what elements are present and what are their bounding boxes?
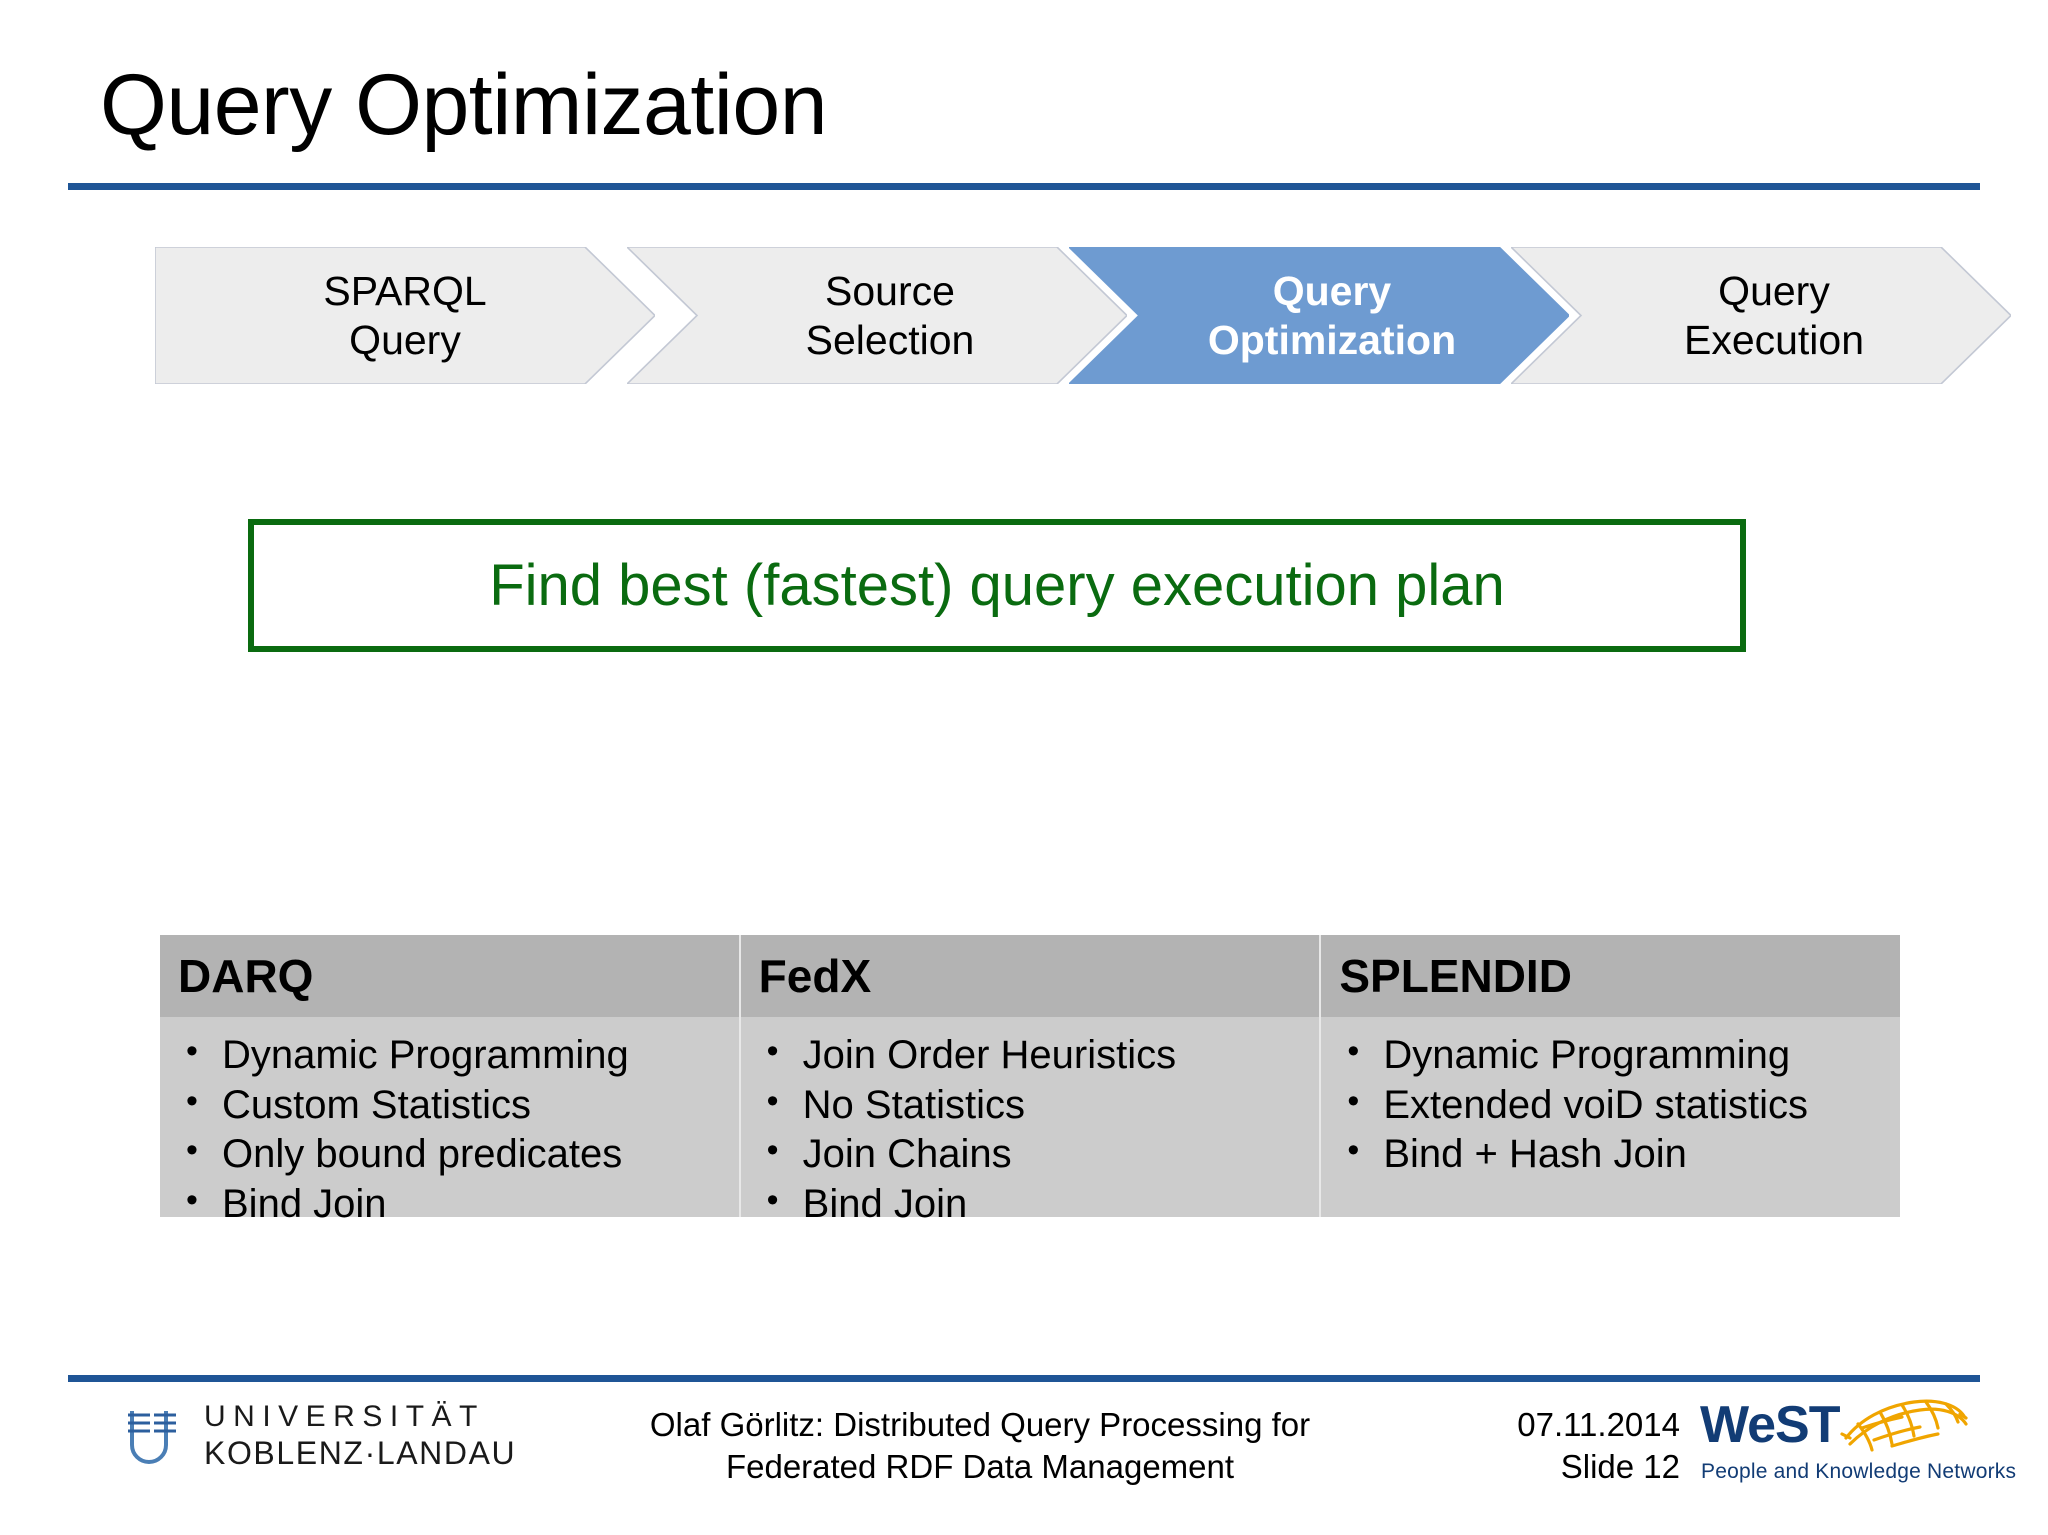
footer-author-line2: Federated RDF Data Management xyxy=(725,1448,1235,1486)
slide-footer: UNIVERSITÄT KOBLENZ·LANDAU Olaf Görlitz:… xyxy=(0,1392,2048,1512)
flow-step-line1: SPARQL xyxy=(323,268,487,315)
chevron-shape-icon xyxy=(1069,247,1569,384)
footer-author-title: Olaf Görlitz: Distributed Query Processi… xyxy=(560,1404,1400,1488)
list-item: Only bound predicates xyxy=(178,1129,721,1180)
title-divider xyxy=(68,183,1980,190)
list-item: Bind Join xyxy=(178,1179,721,1230)
flow-step-line1: Query xyxy=(1272,268,1392,315)
flow-step-label: Query Optimization xyxy=(1182,267,1456,364)
flow-step-label: Source Selection xyxy=(780,267,975,364)
list-item: Dynamic Programming xyxy=(178,1030,721,1081)
chevron-shape-icon xyxy=(627,247,1127,384)
footer-slide-number: Slide 12 xyxy=(1560,1448,1680,1486)
chevron-shape-icon xyxy=(155,247,655,384)
bullet-list-fedx: Join Order Heuristics No Statistics Join… xyxy=(759,1030,1302,1230)
footer-date-block: 07.11.2014 Slide 12 xyxy=(1420,1404,1680,1488)
flow-step-sparql-query[interactable]: SPARQL Query xyxy=(155,247,655,384)
comparison-table: DARQ FedX SPLENDID Dynamic Programming C… xyxy=(160,935,1900,1226)
callout-box: Find best (fastest) query execution plan xyxy=(248,519,1746,652)
list-item: Join Order Heuristics xyxy=(759,1030,1302,1081)
process-flow: SPARQL Query Source Selection Query Opti… xyxy=(155,247,2011,384)
flow-step-line2: Execution xyxy=(1683,316,1865,363)
chevron-shape-icon xyxy=(1511,247,2011,384)
flow-step-line2: Optimization xyxy=(1207,316,1457,363)
university-u-monogram-icon xyxy=(128,1410,176,1464)
table-cell-darq: Dynamic Programming Custom Statistics On… xyxy=(160,1017,741,1226)
flow-step-label: Query Execution xyxy=(1658,267,1864,364)
west-logo-top: WeST xyxy=(1700,1398,1970,1460)
university-wordmark: UNIVERSITÄT KOBLENZ·LANDAU xyxy=(204,1400,517,1471)
flow-step-line1: Query xyxy=(1718,268,1830,315)
west-tagline: People and Knowledge Networks xyxy=(1701,1460,2017,1483)
west-name: WeST xyxy=(1700,1396,1841,1454)
table-header-fedx: FedX xyxy=(741,935,1322,1017)
flow-step-query-execution[interactable]: Query Execution xyxy=(1511,247,2011,384)
list-item: Bind + Hash Join xyxy=(1339,1129,1882,1180)
table-header-splendid: SPLENDID xyxy=(1339,950,1572,1002)
university-line2: KOBLENZ·LANDAU xyxy=(204,1435,517,1471)
footer-divider xyxy=(68,1375,1980,1382)
table-cell-splendid: Dynamic Programming Extended voiD statis… xyxy=(1321,1017,1900,1217)
callout-text: Find best (fastest) query execution plan xyxy=(489,553,1505,618)
university-logo: UNIVERSITÄT KOBLENZ·LANDAU xyxy=(118,1402,516,1469)
table-body-row: Dynamic Programming Custom Statistics On… xyxy=(160,1017,1900,1226)
west-logo: WeST xyxy=(1700,1398,2016,1494)
table-header-row: DARQ FedX SPLENDID xyxy=(160,935,1900,1017)
flow-step-line2: Selection xyxy=(805,316,975,363)
page-title: Query Optimization xyxy=(100,57,828,153)
list-item: Bind Join xyxy=(759,1179,1302,1230)
list-item: Custom Statistics xyxy=(178,1080,721,1131)
bullet-list-splendid: Dynamic Programming Extended voiD statis… xyxy=(1339,1030,1882,1180)
flow-step-line1: Source xyxy=(825,268,955,315)
university-line1: UNIVERSITÄT xyxy=(204,1400,485,1433)
list-item: Dynamic Programming xyxy=(1339,1030,1882,1081)
list-item: Join Chains xyxy=(759,1129,1302,1180)
table-cell-fedx: Join Order Heuristics No Statistics Join… xyxy=(741,1017,1322,1226)
west-network-mesh-icon xyxy=(1840,1399,1968,1452)
list-item: No Statistics xyxy=(759,1080,1302,1131)
flow-step-label: SPARQL Query xyxy=(323,267,486,364)
table-header-darq: DARQ xyxy=(160,935,741,1017)
list-item: Extended voiD statistics xyxy=(1339,1080,1882,1131)
footer-author-line1: Olaf Görlitz: Distributed Query Processi… xyxy=(649,1406,1311,1443)
flow-step-source-selection[interactable]: Source Selection xyxy=(627,247,1127,384)
flow-step-query-optimization[interactable]: Query Optimization xyxy=(1069,247,1569,384)
footer-date: 07.11.2014 xyxy=(1517,1406,1680,1443)
bullet-list-darq: Dynamic Programming Custom Statistics On… xyxy=(178,1030,721,1230)
flow-step-line2: Query xyxy=(349,316,461,363)
